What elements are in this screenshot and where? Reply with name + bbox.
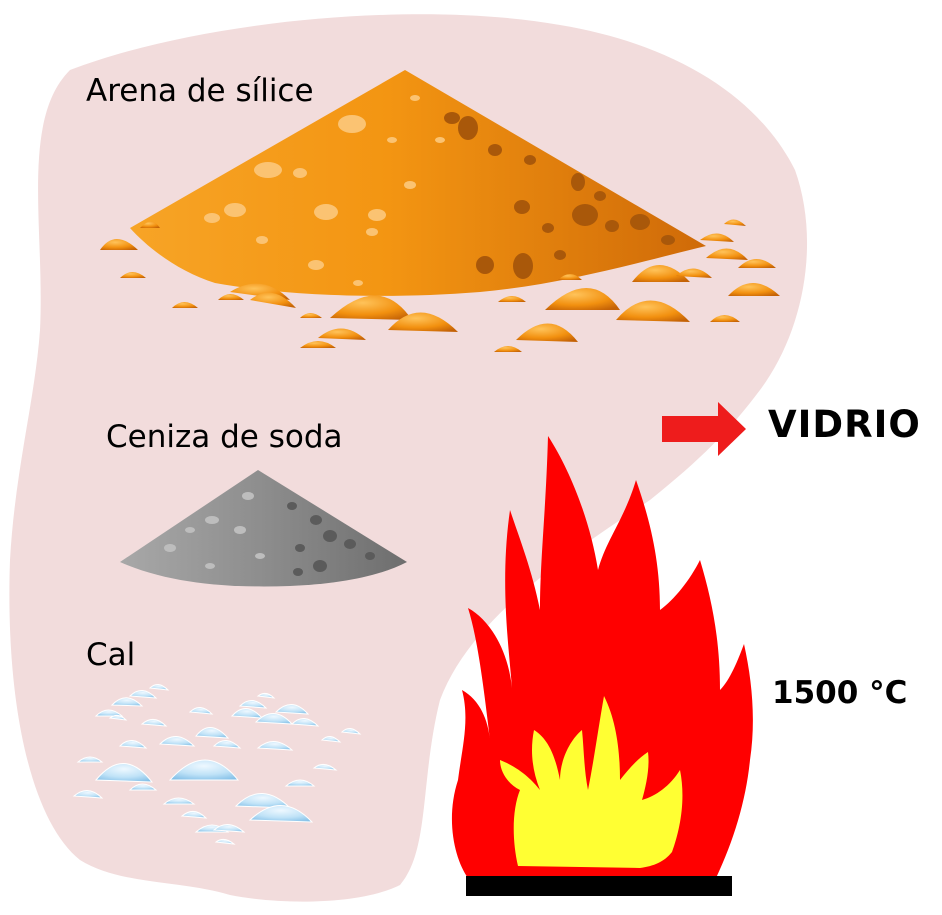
sand-label: Arena de sílice <box>86 73 314 109</box>
soda-ash-pile-icon <box>120 470 407 587</box>
soda-ash-label: Ceniza de soda <box>106 419 343 455</box>
temperature-label: 1500 °C <box>772 675 908 711</box>
burner-base <box>466 876 732 896</box>
fire-icon <box>451 436 753 896</box>
lime-label: Cal <box>86 637 136 673</box>
lime-crystals-icon <box>72 684 362 845</box>
sand-pile-icon <box>100 70 780 352</box>
glass-result-label: VIDRIO <box>768 403 921 446</box>
arrow-right-icon <box>662 402 746 456</box>
